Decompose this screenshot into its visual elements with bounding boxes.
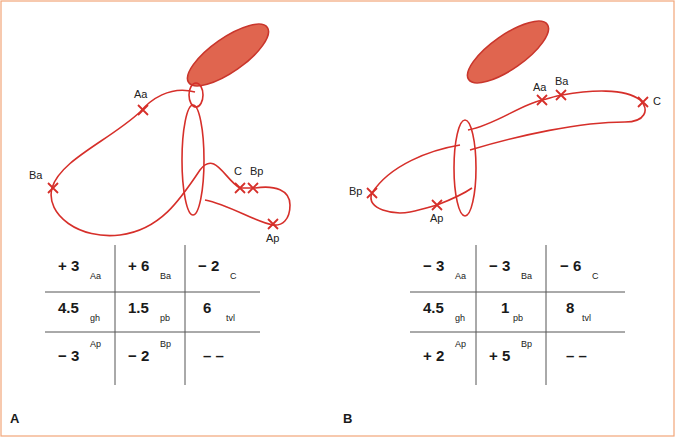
- measurement-value: 6: [203, 300, 211, 315]
- panel-letter: B: [343, 412, 352, 425]
- panel-b-illustration: [367, 11, 648, 216]
- point-label: Bp: [349, 186, 362, 197]
- measurement-value: − 2: [128, 348, 149, 363]
- measurement-point: Aa: [90, 272, 101, 281]
- measurement-value: 8: [566, 300, 574, 315]
- measurement-point: pb: [160, 314, 170, 323]
- hymen-ring: [182, 105, 204, 215]
- point-label: Aa: [134, 89, 147, 100]
- measurement-value: − 3: [423, 258, 444, 273]
- measurement-point: Ba: [521, 272, 532, 281]
- panel-a-table-grid: [45, 245, 260, 385]
- measurement-point: C: [592, 272, 599, 281]
- measurement-value: − 2: [198, 258, 219, 273]
- measurement-value: 4.5: [423, 300, 444, 315]
- panel-b-table-grid: [410, 245, 625, 385]
- measurement-point: Bp: [521, 340, 532, 349]
- vaginal-outline: [51, 90, 290, 235]
- measurement-point: tvl: [226, 314, 235, 323]
- point-label: Bp: [250, 166, 263, 177]
- point-label: Ap: [266, 233, 279, 244]
- measurement-value: 1: [501, 300, 509, 315]
- measurement-point: Ap: [455, 340, 466, 349]
- measurement-value: + 6: [128, 258, 149, 273]
- point-label: Ba: [29, 170, 42, 181]
- measurement-point: Ap: [90, 340, 101, 349]
- measurement-point: pb: [513, 314, 523, 323]
- point-marks: [48, 105, 278, 229]
- measurement-value: − 6: [560, 258, 581, 273]
- panel-a-illustration: [48, 14, 290, 236]
- point-marks: [367, 90, 648, 210]
- measurement-point: gh: [90, 314, 100, 323]
- measurement-value: – –: [203, 348, 224, 363]
- measurement-value: + 5: [489, 348, 510, 363]
- measurement-point: Ba: [160, 272, 171, 281]
- measurement-value: + 2: [423, 348, 444, 363]
- measurement-point: Aa: [455, 272, 466, 281]
- uterus: [459, 11, 557, 94]
- measurement-point: gh: [455, 314, 465, 323]
- panel-letter: A: [10, 412, 19, 425]
- measurement-point: tvl: [582, 314, 591, 323]
- measurement-value: − 3: [58, 348, 79, 363]
- measurement-value: 4.5: [58, 300, 79, 315]
- measurement-point: Bp: [160, 340, 171, 349]
- measurement-point: C: [230, 272, 237, 281]
- measurement-value: 1.5: [128, 300, 149, 315]
- point-label: Ba: [555, 76, 568, 87]
- measurement-value: – –: [566, 348, 587, 363]
- measurement-value: − 3: [489, 258, 510, 273]
- measurement-value: + 3: [58, 258, 79, 273]
- point-label: Ap: [430, 213, 443, 224]
- point-label: C: [653, 96, 661, 107]
- point-label: C: [234, 166, 242, 177]
- hymen-ring: [454, 120, 476, 216]
- cervix-ring: [189, 83, 203, 107]
- point-label: Aa: [533, 82, 546, 93]
